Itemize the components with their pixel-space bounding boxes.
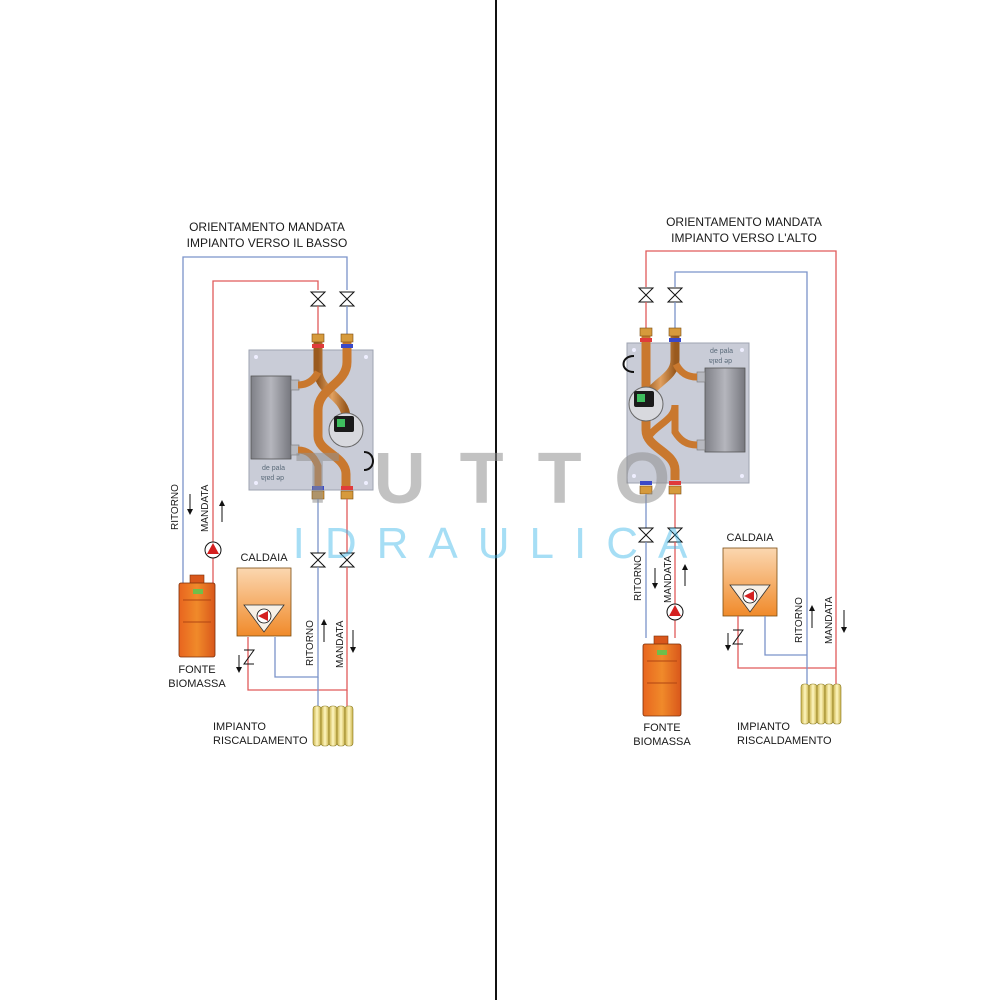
- right-upper-valve-2: [666, 287, 684, 303]
- right-circulator-pump: [622, 355, 664, 422]
- left-lower-valve-2: [338, 552, 356, 568]
- left-copper-pipe-b: [313, 338, 352, 486]
- right-lower-valve-1: [637, 527, 655, 543]
- right-brand-line2: de pala: [709, 357, 732, 364]
- left-heat-exchanger: [250, 375, 292, 460]
- left-title-line1: ORIENTAMENTO MANDATA: [189, 220, 345, 234]
- left-biomass-boiler: [178, 574, 216, 658]
- right-check-valve: [732, 629, 744, 645]
- left-panel: ORIENTAMENTO MANDATA IMPIANTO VERSO IL B…: [168, 220, 374, 747]
- right-title-line2: IMPIANTO VERSO L'ALTO: [671, 231, 817, 245]
- right-copper-pipe-a: [641, 332, 680, 480]
- right-system-pump: [666, 603, 684, 621]
- right-supply-pipe-outer: [645, 250, 837, 668]
- right-title-line1: ORIENTAMENTO MANDATA: [666, 215, 822, 229]
- left-check-valve: [243, 649, 255, 665]
- right-caldaia-supply-loop: [737, 616, 836, 669]
- right-ritorno-lower: RITORNO: [794, 597, 805, 643]
- right-radiator: [800, 683, 842, 725]
- left-fonte-line1: FONTE: [178, 664, 215, 676]
- right-brand-line1: de pala: [710, 348, 733, 355]
- left-brand-line1: de pala: [262, 465, 285, 472]
- left-ritorno-lower: RITORNO: [305, 620, 316, 666]
- left-supply-pipe-outer: [212, 280, 319, 543]
- right-panel: ORIENTAMENTO MANDATA IMPIANTO VERSO L'AL…: [622, 215, 847, 748]
- left-system-pump: [204, 541, 222, 559]
- right-impianto-line2: RISCALDAMENTO: [737, 735, 832, 747]
- left-gas-boiler: [236, 567, 292, 637]
- right-ritorno-upper: RITORNO: [633, 555, 644, 601]
- left-title-line2: IMPIANTO VERSO IL BASSO: [187, 236, 348, 250]
- left-caldaia-label: CALDAIA: [240, 552, 288, 564]
- watermark-line1: TUTTO: [296, 439, 705, 519]
- left-upper-valve-2: [338, 291, 356, 307]
- left-ritorno-upper: RITORNO: [170, 484, 181, 530]
- left-mandata-upper: MANDATA: [200, 484, 211, 532]
- left-return-pipe-lower: [274, 567, 319, 678]
- right-lower-valve-2: [666, 527, 684, 543]
- left-circulator-pump: [328, 412, 374, 471]
- right-return-pipe-outer: [674, 271, 808, 655]
- right-upper-valve-1: [637, 287, 655, 303]
- right-gas-boiler: [722, 547, 778, 617]
- right-impianto-line1: IMPIANTO: [737, 721, 790, 733]
- left-return-pipe-outer: [182, 256, 348, 601]
- left-radiator: [312, 705, 354, 747]
- left-mandata-lower: MANDATA: [335, 620, 346, 668]
- left-lower-valve-1: [309, 552, 327, 568]
- right-caldaia-label: CALDAIA: [726, 532, 774, 544]
- left-upper-valve-1: [309, 291, 327, 307]
- left-brand-line2: de pala: [261, 474, 284, 481]
- left-impianto-line2: RISCALDAMENTO: [213, 735, 308, 747]
- left-impianto-line1: IMPIANTO: [213, 721, 266, 733]
- right-mandata-upper: MANDATA: [663, 555, 674, 603]
- right-fonte-line1: FONTE: [643, 722, 680, 734]
- right-heat-exchanger: [704, 367, 746, 453]
- watermark-line2: IDRAULICA: [293, 519, 708, 568]
- right-caldaia-return-loop: [764, 616, 807, 656]
- left-fonte-line2: BIOMASSA: [168, 678, 226, 690]
- right-fonte-line2: BIOMASSA: [633, 736, 691, 748]
- right-mandata-lower: MANDATA: [824, 596, 835, 644]
- right-biomass-boiler: [642, 635, 682, 717]
